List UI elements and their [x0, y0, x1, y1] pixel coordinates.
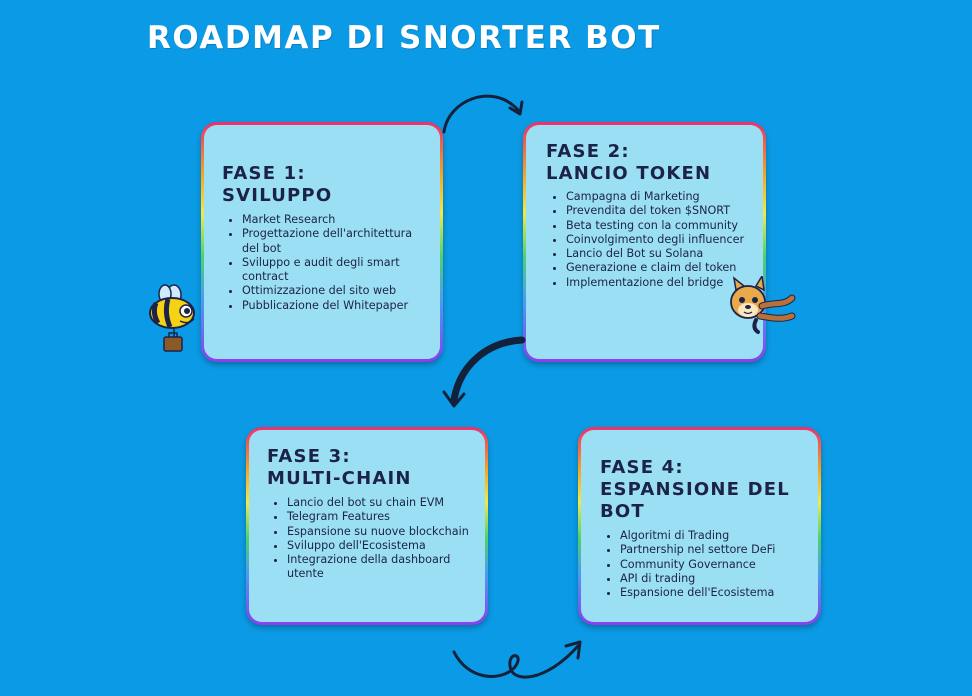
phase-1-heading: FASE 1: SVILUPPO [222, 163, 430, 207]
list-item: Sviluppo dell'Ecosistema [287, 539, 475, 553]
bee-mascot-icon [149, 284, 195, 352]
phase-3-card: FASE 3: MULTI-CHAIN Lancio del bot su ch… [246, 427, 488, 625]
list-item: Market Research [242, 213, 430, 227]
phase-4-heading: FASE 4: ESPANSIONE DEL BOT [600, 457, 808, 523]
curved-arrow-icon [452, 640, 582, 679]
list-item: Beta testing con la community [566, 219, 753, 233]
phase-1-number: FASE 1: [222, 163, 306, 184]
phase-4-list: Algoritmi di Trading Partnership nel set… [600, 529, 808, 600]
list-item: Algoritmi di Trading [620, 529, 808, 543]
list-item: Integrazione della dashboard utente [287, 553, 475, 582]
list-item: Partnership nel settore DeFi [620, 543, 808, 557]
list-item: API di trading [620, 572, 808, 586]
list-item: Coinvolgimento degli influencer [566, 233, 753, 247]
phase-2-card: FASE 2: LANCIO TOKEN Campagna di Marketi… [523, 122, 766, 362]
list-item: Sviluppo e audit degli smart contract [242, 256, 430, 285]
phase-2-number: FASE 2: [546, 141, 630, 162]
phase-1-card: FASE 1: SVILUPPO Market Research Progett… [201, 122, 443, 362]
list-item: Implementazione del bridge [566, 276, 753, 290]
list-item: Telegram Features [287, 510, 475, 524]
phase-3-title: MULTI-CHAIN [267, 468, 412, 489]
list-item: Ottimizzazione del sito web [242, 284, 430, 298]
phase-1-list: Market Research Progettazione dell'archi… [222, 213, 430, 313]
phase-3-number: FASE 3: [267, 446, 351, 467]
dog-mascot-icon [730, 276, 796, 334]
page-title: ROADMAP DI SNORTER BOT [147, 20, 661, 56]
list-item: Pubblicazione del Whitepaper [242, 299, 430, 313]
list-item: Progettazione dell'architettura del bot [242, 227, 430, 256]
phase-4-title: ESPANSIONE DEL BOT [600, 479, 790, 522]
phase-3-heading: FASE 3: MULTI-CHAIN [267, 446, 475, 490]
phase-3-list: Lancio del bot su chain EVM Telegram Fea… [267, 496, 475, 582]
phase-4-card: FASE 4: ESPANSIONE DEL BOT Algoritmi di … [578, 427, 821, 625]
list-item: Generazione e claim del token [566, 261, 753, 275]
list-item: Espansione dell'Ecosistema [620, 586, 808, 600]
list-item: Lancio del Bot su Solana [566, 247, 753, 261]
phase-2-list: Campagna di Marketing Prevendita del tok… [546, 190, 753, 290]
list-item: Campagna di Marketing [566, 190, 753, 204]
list-item: Espansione su nuove blockchain [287, 525, 475, 539]
phase-2-title: LANCIO TOKEN [546, 163, 712, 184]
list-item: Prevendita del token $SNORT [566, 204, 753, 218]
curved-arrow-icon [442, 94, 524, 134]
curved-arrow-icon [442, 336, 526, 408]
list-item: Lancio del bot su chain EVM [287, 496, 475, 510]
phase-4-number: FASE 4: [600, 457, 684, 478]
phase-1-title: SVILUPPO [222, 185, 333, 206]
list-item: Community Governance [620, 558, 808, 572]
phase-2-heading: FASE 2: LANCIO TOKEN [546, 141, 753, 185]
